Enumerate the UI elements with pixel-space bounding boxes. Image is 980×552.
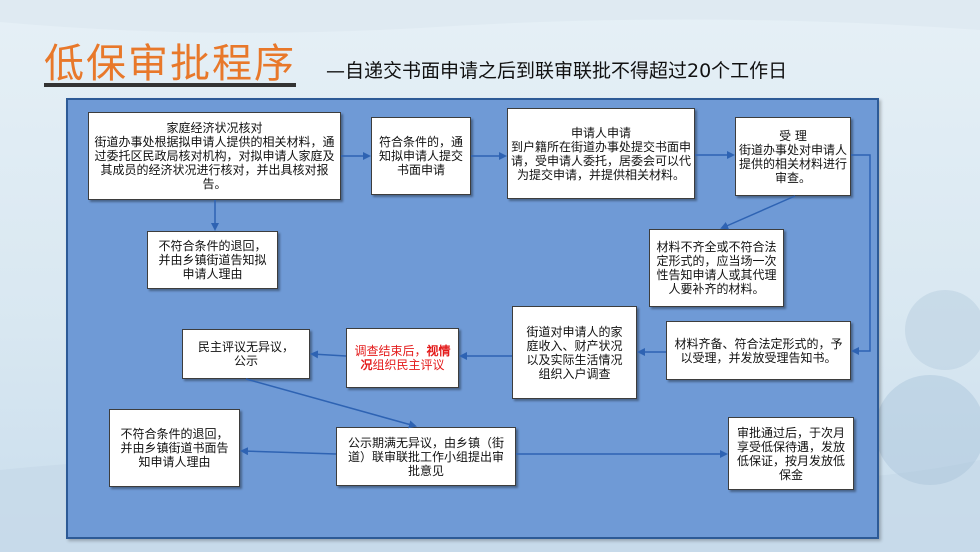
page-subtitle: —自递交书面申请之后到联审联批不得超过20个工作日 bbox=[326, 60, 788, 82]
joint-review-text: 公示期满无异议，由乡镇（街道）联审联批工作小组提出审批意见 bbox=[347, 435, 504, 478]
household-check-box: 家庭经济状况核对 街道办事处根据拟申请人提供的相关材料，通过委托区民政局核对机构… bbox=[88, 112, 341, 200]
page-title: 低保审批程序 bbox=[44, 41, 296, 87]
acceptance-body: 街道办事处对申请人提供的相关材料进行审查。 bbox=[739, 142, 848, 185]
publicity-box: 民主评议无异议，公示 bbox=[182, 329, 310, 379]
household-check-body: 街道办事处根据拟申请人提供的相关材料，通过委托区民政局核对机构，对拟申请人家庭及… bbox=[94, 135, 335, 191]
eligible-notice-text: 符合条件的，通知拟申请人提交书面申请 bbox=[378, 135, 463, 177]
acceptance-title: 受 理 bbox=[779, 128, 807, 143]
household-check-title: 家庭经济状况核对 bbox=[166, 121, 263, 135]
reject-box-1: 不符合条件的退回，并由乡镇街道告知拟申请人理由 bbox=[147, 231, 278, 289]
evaluation-text: 调查结束后，视情况组织民主评议 bbox=[353, 344, 452, 372]
approved-text: 审批通过后，于次月享受低保待遇，发放低保证，按月发放低保金 bbox=[737, 425, 846, 482]
evaluation-text-part1: 调查结束后， bbox=[354, 344, 427, 358]
complete-materials-text: 材料齐备、符合法定形式的，予以受理，并发放受理告知书。 bbox=[674, 336, 843, 365]
applicant-apply-title: 申请人申请 bbox=[570, 125, 631, 140]
applicant-apply-box: 申请人申请 到户籍所在街道办事处提交书面申请，受申请人委托，居委会可以代为提交申… bbox=[507, 108, 695, 199]
reject-2-text: 不符合条件的退回，并由乡镇街道书面告知申请人理由 bbox=[120, 427, 229, 469]
reject-1-text: 不符合条件的退回，并由乡镇街道告知拟申请人理由 bbox=[158, 239, 267, 281]
household-survey-text: 街道对申请人的家庭收入、财产状况以及实际生活情况组织入户调查 bbox=[526, 324, 623, 381]
eligible-notice-box: 符合条件的，通知拟申请人提交书面申请 bbox=[371, 117, 471, 195]
publicity-text: 民主评议无异议，公示 bbox=[197, 340, 294, 368]
household-survey-box: 街道对申请人的家庭收入、财产状况以及实际生活情况组织入户调查 bbox=[512, 306, 637, 399]
evaluation-text-part3: 组织民主评议 bbox=[372, 358, 445, 372]
reject-box-2: 不符合条件的退回，并由乡镇街道书面告知申请人理由 bbox=[109, 409, 240, 487]
acceptance-box: 受 理 街道办事处对申请人提供的相关材料进行审查。 bbox=[735, 117, 851, 196]
incomplete-materials-text: 材料不齐全或不符合法定形式的，应当场一次性告知申请人或其代理人要补齐的材料。 bbox=[656, 240, 777, 296]
incomplete-materials-box: 材料不齐全或不符合法定形式的，应当场一次性告知申请人或其代理人要补齐的材料。 bbox=[649, 229, 784, 307]
applicant-apply-body: 到户籍所在街道办事处提交书面申请，受申请人委托，居委会可以代为提交申请，并提供相… bbox=[511, 139, 692, 182]
approved-box: 审批通过后，于次月享受低保待遇，发放低保证，按月发放低保金 bbox=[728, 417, 854, 490]
evaluation-text-part2: 视情况 bbox=[360, 344, 451, 372]
joint-review-box: 公示期满无异议，由乡镇（街道）联审联批工作小组提出审批意见 bbox=[336, 427, 516, 486]
complete-materials-box: 材料齐备、符合法定形式的，予以受理，并发放受理告知书。 bbox=[666, 321, 851, 380]
evaluation-box: 调查结束后，视情况组织民主评议 bbox=[346, 328, 459, 388]
